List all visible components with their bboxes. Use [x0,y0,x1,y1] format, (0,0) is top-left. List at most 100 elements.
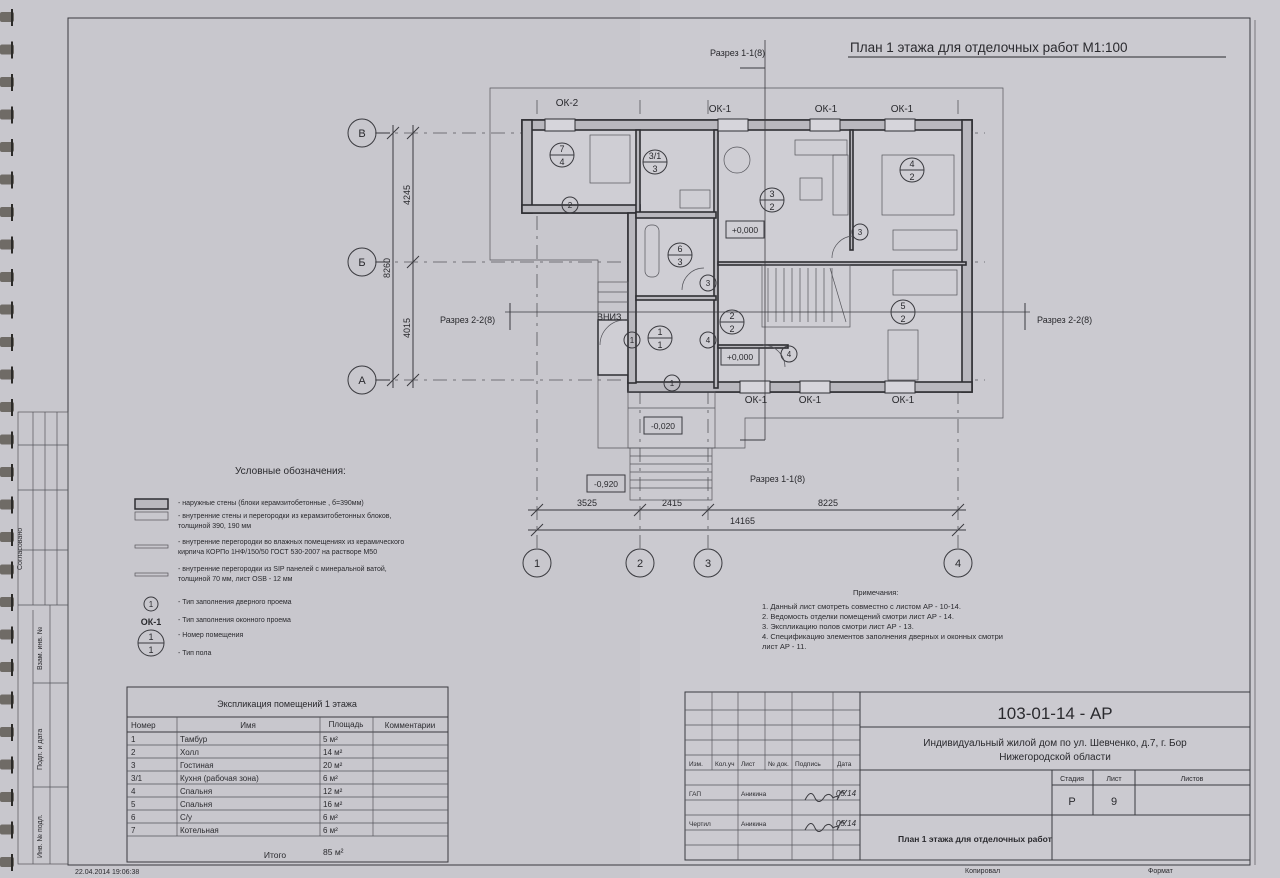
stage-value: Р [1068,796,1075,808]
project-line-2: Нижегородской области [999,751,1111,763]
window-label: ОК-1 [815,104,838,115]
section-1-bottom-label: Разрез 1-1(8) [750,474,805,484]
door-marker: 3 [699,274,717,292]
svg-text:1. Данный лист смотреть совмес: 1. Данный лист смотреть совместно с лист… [762,602,961,611]
svg-text:- внутренние стены и перегород: - внутренние стены и перегородки из кера… [178,512,392,520]
binding-ring [0,272,14,282]
svg-text:- Тип пола: - Тип пола [178,650,212,657]
axis-num-3: 4 [943,548,973,578]
room-marker: 32 [759,187,785,213]
svg-text:3: 3 [705,558,711,570]
axis-num-0: 1 [522,548,552,578]
total-label: Итого [264,850,287,860]
door-marker: 2 [561,196,579,214]
axis-num-2: 3 [693,548,723,578]
binding-ring [0,434,14,445]
svg-text:3: 3 [652,164,657,174]
binding-ring [0,532,14,542]
svg-text:2: 2 [900,314,905,324]
sheet-value: 9 [1111,796,1117,808]
binding-ring [0,824,14,835]
svg-text:кирпича КОРПо 1НФ/150/50 ГОСТ: кирпича КОРПо 1НФ/150/50 ГОСТ 530-2007 н… [178,549,377,556]
notes: Примечания: 1. Данный лист смотреть совм… [762,588,1003,651]
window-label: ОК-1 [745,395,768,406]
svg-text:3/1: 3/1 [131,774,143,783]
svg-text:05.14: 05.14 [836,789,857,798]
svg-text:4: 4 [909,159,914,169]
svg-text:2: 2 [568,201,573,210]
svg-text:- Тип заполнения дверного прое: - Тип заполнения дверного проема [178,599,292,606]
section-2-left-label: Разрез 2-2(8) [440,315,495,325]
svg-text:толщиной 390, 190 мм: толщиной 390, 190 мм [178,522,251,530]
svg-text:- Тип заполнения оконного прое: - Тип заполнения оконного проема [178,617,291,624]
tb-column-header: Изм. [689,761,703,768]
format-label: Формат [1148,868,1174,875]
svg-text:Котельная: Котельная [180,826,219,835]
horizontal-dimensions: 3525 2415 8225 14165 [528,498,966,537]
svg-text:4. Спецификацию элементов запо: 4. Спецификацию элементов заполнения две… [762,632,1003,641]
svg-text:3: 3 [858,228,863,237]
svg-text:20 м²: 20 м² [323,761,343,770]
binding-ring [0,629,14,640]
binding-ring [0,12,14,22]
svg-text:ГАП: ГАП [689,791,701,798]
svg-text:4: 4 [706,336,711,345]
door-marker: 3 [851,223,869,241]
svg-text:2: 2 [769,202,774,212]
svg-text:Спальня: Спальня [180,800,212,809]
svg-text:+0,000: +0,000 [732,225,759,235]
dim-14165: 14165 [730,516,755,526]
svg-text:2: 2 [131,748,136,757]
binding-ring [0,727,14,737]
svg-text:С/у: С/у [180,813,192,822]
elevation-mark: +0,000 [725,220,765,239]
stairs-down-label: ВНИЗ [597,312,621,322]
door-marker: 1 [623,331,641,349]
axis-0: В [347,118,390,148]
stamp-inv-orig: Инв. № подл. [37,814,44,858]
svg-text:Холл: Холл [180,748,199,757]
spiral-binding [0,9,14,871]
svg-text:1: 1 [534,558,540,570]
window-label: ОК-1 [891,104,914,115]
svg-text:3: 3 [706,279,711,288]
svg-text:2: 2 [729,324,734,334]
svg-text:толщиной 70 мм, лист OSB - 12: толщиной 70 мм, лист OSB - 12 мм [178,575,293,583]
svg-text:7: 7 [559,144,564,154]
svg-text:6 м²: 6 м² [323,774,338,783]
svg-text:4: 4 [955,558,961,570]
svg-text:3/1: 3/1 [649,151,662,161]
svg-text:4: 4 [131,787,136,796]
svg-text:2: 2 [637,558,643,570]
binding-ring [0,304,14,315]
window-symbol: ОК-1 [141,617,162,627]
svg-text:лист АР - 11.: лист АР - 11. [762,642,806,651]
room-marker: 3/13 [642,149,668,175]
room-marker: 74 [549,142,575,168]
svg-text:- внутренние перегородки из SI: - внутренние перегородки из SIP панелей … [178,565,387,573]
axis-2: А [347,365,390,395]
dim-8225: 8225 [818,498,838,508]
svg-text:Листов: Листов [1181,776,1204,783]
notes-title: Примечания: [853,588,898,597]
svg-text:2: 2 [729,311,734,321]
window-label: ОК-1 [709,104,732,115]
legend: Условные обозначения: - наружные стены (… [134,465,404,657]
binding-ring [0,694,14,705]
svg-text:2. Ведомость отделки помещений: 2. Ведомость отделки помещений смотри ли… [762,612,954,621]
room-marker: 22 [719,309,745,335]
svg-text:6 м²: 6 м² [323,826,338,835]
binding-ring [0,792,14,802]
side-stamp: Согласовано Взам. инв. № Подп. и дата Ин… [17,411,69,865]
dim-2415: 2415 [662,498,682,508]
axis-1: Б [347,247,390,277]
svg-text:Комментарии: Комментарии [385,721,435,730]
svg-text:-0,920: -0,920 [594,479,618,489]
